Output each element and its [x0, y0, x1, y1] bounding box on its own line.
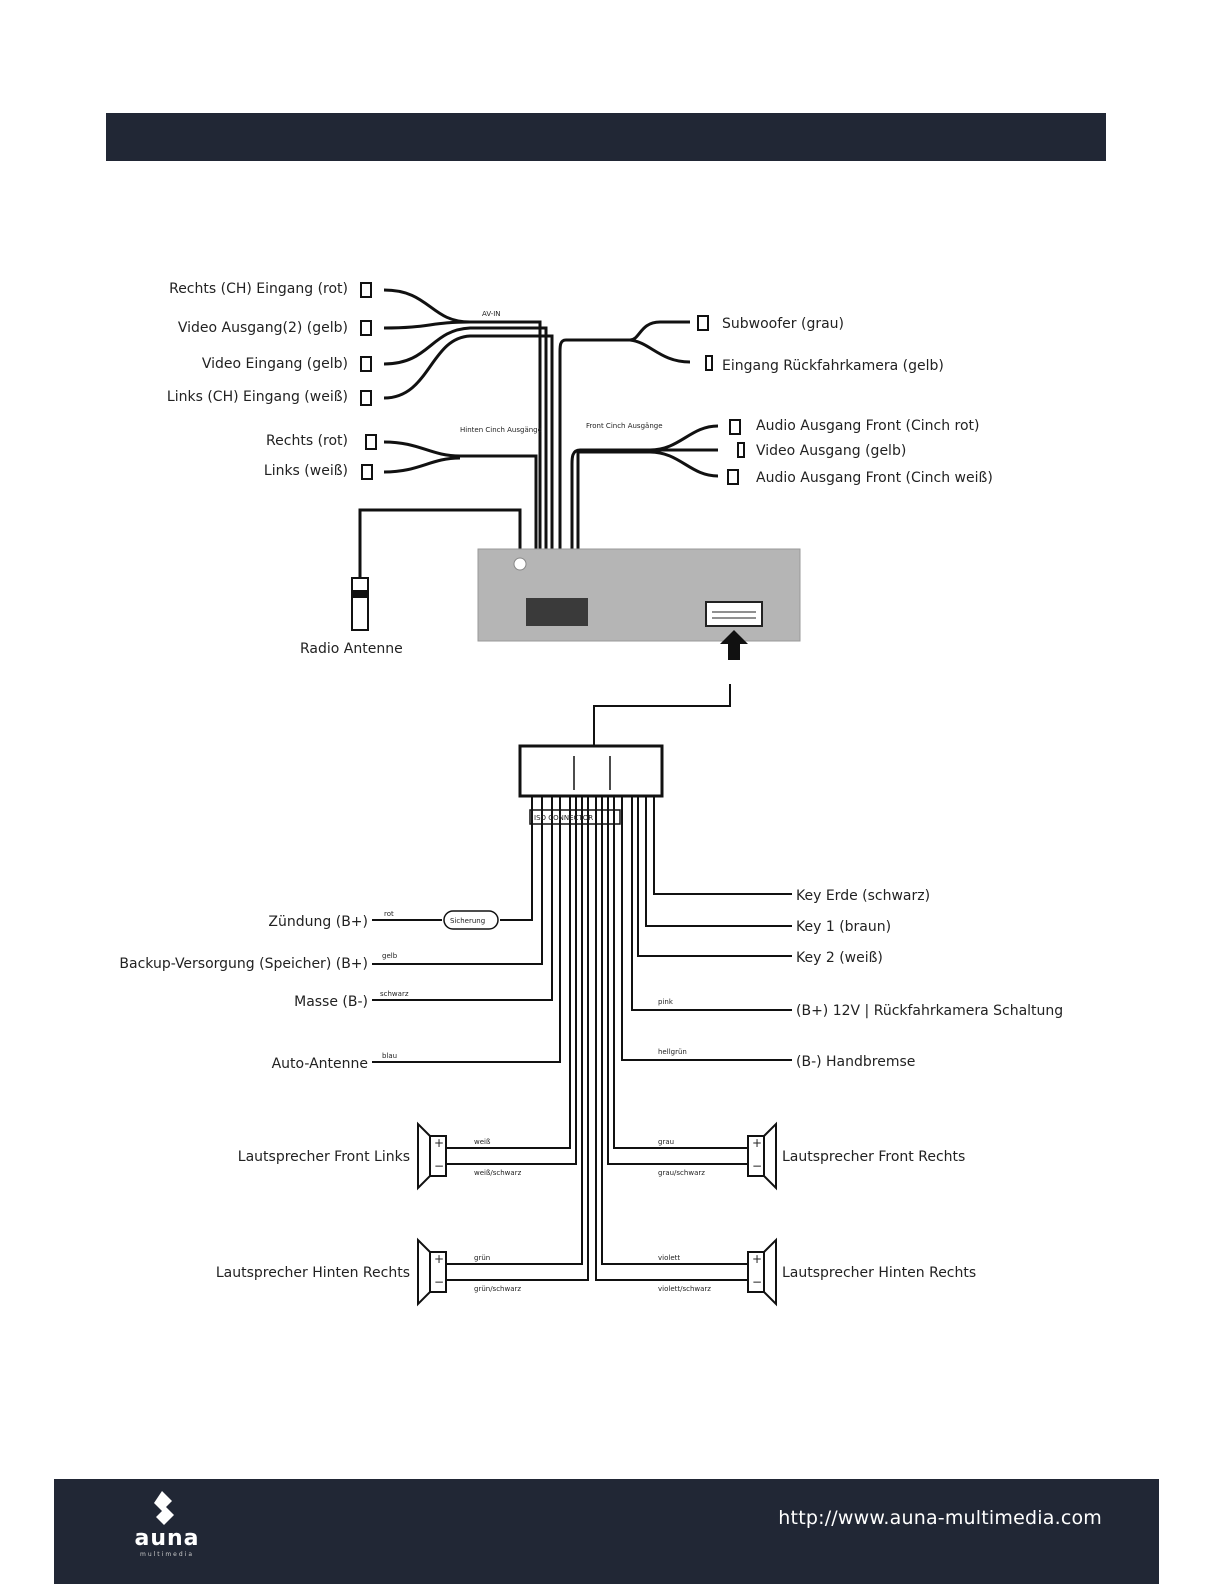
label-speaker-hinten-links: Lautsprecher Hinten Rechts	[216, 1265, 410, 1281]
label-audio-front-weiss: Audio Ausgang Front (Cinch weiß)	[756, 470, 993, 486]
label-rechts-rot: Rechts (rot)	[266, 433, 348, 449]
label-subwoofer: Subwoofer (grau)	[722, 316, 844, 332]
wire-rl-minus: grün/schwarz	[474, 1285, 521, 1293]
minus-sign: −	[434, 1275, 444, 1289]
plus-sign: +	[434, 1252, 444, 1266]
label-rear-group: Hinten Cinch Ausgänge	[460, 426, 542, 434]
label-key-2: Key 2 (weiß)	[796, 950, 883, 966]
logo-sub-text: multimedia	[140, 1551, 194, 1558]
minus-sign: −	[752, 1159, 762, 1173]
auna-logo: auna multimedia	[134, 1491, 199, 1558]
label-rueckfahrkamera-eingang: Eingang Rückfahrkamera (gelb)	[722, 358, 944, 374]
label-audio-front-rot: Audio Ausgang Front (Cinch rot)	[756, 418, 980, 434]
label-speaker-front-rechts: Lautsprecher Front Rechts	[782, 1149, 965, 1165]
label-key-erde: Key Erde (schwarz)	[796, 888, 930, 904]
label-video-ausgang: Video Ausgang (gelb)	[756, 443, 906, 459]
plus-sign: +	[752, 1252, 762, 1266]
label-masse: Masse (B-)	[294, 994, 368, 1010]
footer-bar: auna multimedia http://www.auna-multimed…	[54, 1479, 1159, 1584]
logo-text: auna	[134, 1526, 199, 1551]
label-auto-antenne: Auto-Antenne	[272, 1056, 368, 1072]
label-speaker-hinten-rechts: Lautsprecher Hinten Rechts	[782, 1265, 976, 1281]
website-link[interactable]: http://www.auna-multimedia.com	[778, 1507, 1102, 1529]
label-handbremse: (B-) Handbremse	[796, 1054, 915, 1070]
wire-color-auto-antenne: blau	[382, 1052, 397, 1060]
minus-sign: −	[434, 1159, 444, 1173]
label-key-1: Key 1 (braun)	[796, 919, 891, 935]
wire-fr-plus: grau	[658, 1138, 674, 1146]
label-zuendung: Zündung (B+)	[268, 914, 368, 930]
label-links-ch-eingang: Links (CH) Eingang (weiß)	[167, 389, 348, 405]
wire-fl-minus: weiß/schwarz	[474, 1169, 522, 1177]
label-speaker-front-links: Lautsprecher Front Links	[238, 1149, 410, 1165]
plus-sign: +	[434, 1136, 444, 1150]
wire-color-backup: gelb	[382, 952, 398, 960]
label-av-in: AV-IN	[482, 310, 501, 318]
label-fuse: Sicherung	[450, 917, 485, 925]
wire-color-rueckfahr: pink	[658, 998, 674, 1006]
wire-rr-minus: violett/schwarz	[658, 1285, 711, 1293]
label-front-group: Front Cinch Ausgänge	[586, 422, 663, 430]
minus-sign: −	[752, 1275, 762, 1289]
header-bar	[106, 113, 1106, 161]
wire-rl-plus: grün	[474, 1254, 490, 1262]
wire-color-masse: schwarz	[380, 990, 409, 998]
wire-color-handbremse: hellgrün	[658, 1048, 687, 1056]
label-rueckfahrkamera-schaltung: (B+) 12V | Rückfahrkamera Schaltung	[796, 1003, 1063, 1019]
wire-rr-plus: violett	[658, 1254, 680, 1262]
label-radio-antenne: Radio Antenne	[300, 641, 403, 657]
wire-fr-minus: grau/schwarz	[658, 1169, 705, 1177]
label-iso-connector: ISO CONNECTOR	[534, 814, 593, 822]
label-video-ausgang-2: Video Ausgang(2) (gelb)	[178, 320, 348, 336]
label-rechts-ch-eingang: Rechts (CH) Eingang (rot)	[169, 281, 348, 297]
label-video-eingang: Video Eingang (gelb)	[202, 356, 348, 372]
plus-sign: +	[752, 1136, 762, 1150]
label-backup: Backup-Versorgung (Speicher) (B+)	[119, 956, 368, 972]
wire-fl-plus: weiß	[474, 1138, 491, 1146]
wire-color-zuendung: rot	[384, 910, 394, 918]
label-links-weiss: Links (weiß)	[264, 463, 348, 479]
